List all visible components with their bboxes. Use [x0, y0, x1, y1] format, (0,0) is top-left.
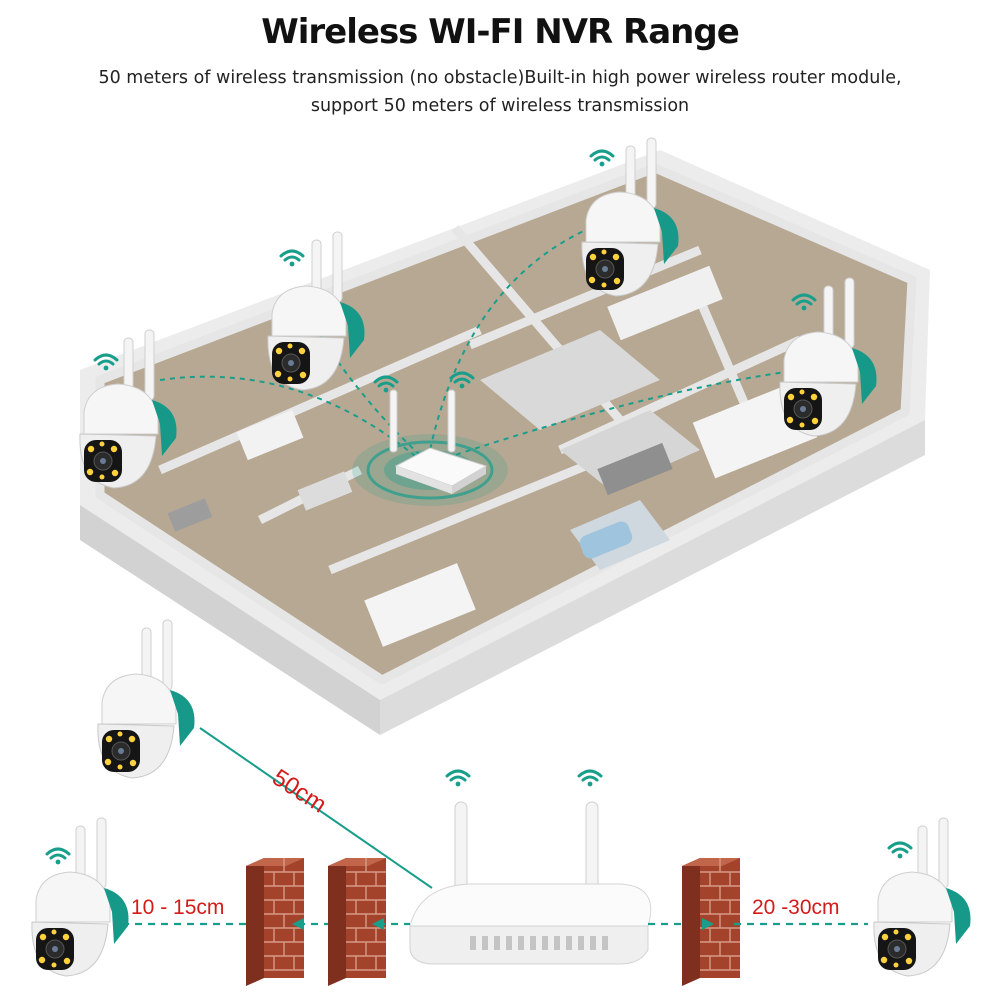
brick-wall-icon: [245, 857, 305, 987]
wifi-icon: [887, 841, 913, 860]
distance-label-two-walls: 10 - 15cm: [131, 896, 225, 919]
wifi-icon: [279, 249, 305, 268]
central-nvr: [352, 389, 508, 506]
page-title: Wireless WI-FI NVR Range: [261, 12, 740, 52]
direct-link-line: [199, 727, 433, 889]
subtitle-line-1: 50 meters of wireless transmission (no o…: [98, 68, 902, 88]
wifi-icon: [45, 847, 71, 866]
floor-plan: [80, 150, 930, 735]
brick-wall-icon: [681, 857, 741, 987]
subtitle-line-2: support 50 meters of wireless transmissi…: [310, 96, 690, 116]
arrow-right-icon: [702, 918, 714, 930]
wifi-icon: [445, 769, 471, 788]
page-subtitle: 50 meters of wireless transmission (no o…: [0, 64, 1000, 120]
camera-icon: [31, 817, 129, 977]
camera-icon: [97, 619, 195, 779]
distance-label-one-wall: 20 -30cm: [752, 896, 840, 919]
arrow-left-icon: [372, 918, 384, 930]
wifi-icon: [577, 769, 603, 788]
bottom-nvr: [409, 801, 652, 965]
arrow-left-icon: [292, 918, 304, 930]
camera-icon: [873, 817, 971, 977]
wifi-icon: [589, 149, 615, 168]
